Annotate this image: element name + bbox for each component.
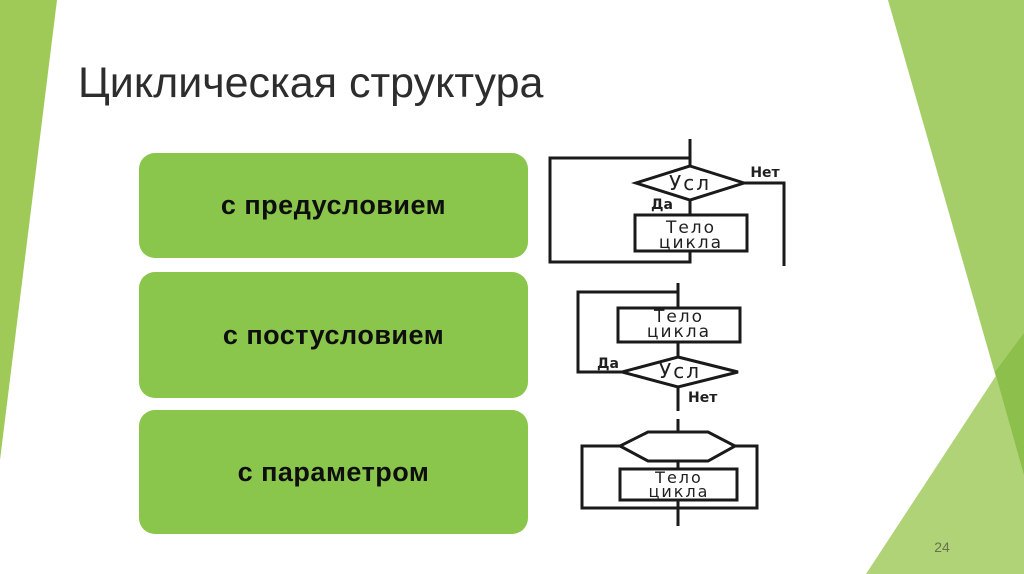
loop-type-shape-precondition: с предусловием: [139, 153, 528, 258]
fc1-loopback-line: [548, 156, 692, 264]
fc1-body-box: [633, 213, 749, 253]
fc2-yes-label: Да: [597, 356, 619, 372]
corner-shape-bottom-right-dark: [995, 333, 1024, 475]
flowchart-parameter: Тело цикла: [580, 419, 759, 526]
fc1-body-label-line1: Тело: [665, 218, 716, 238]
fc3-loop-frame-line: [580, 444, 759, 510]
corner-shape-top-left: [0, 0, 57, 460]
loop-type-label-parameter: с параметром: [237, 456, 430, 487]
fc2-loopback-line: [576, 290, 678, 374]
fc2-condition-diamond: [616, 355, 739, 389]
corner-shape-top-right: [888, 0, 1024, 475]
slide-title: Циклическая структура: [78, 59, 544, 107]
fc2-condition-label: Усл: [659, 359, 701, 383]
fc1-condition-label: Усл: [669, 171, 711, 195]
page-number: 24: [934, 539, 950, 555]
fc2-body-label-line2: цикла: [647, 322, 711, 342]
fc2-body-box: [616, 306, 742, 344]
flowchart-postcondition: Тело цикла Усл Да Нет: [576, 283, 742, 411]
fc1-yes-label: Да: [651, 197, 673, 213]
fc3-body-label-line2: цикла: [649, 482, 710, 501]
fc1-condition-diamond: [631, 164, 749, 202]
loop-type-label-precondition: с предусловием: [220, 190, 447, 220]
fc3-body-label-line1: Тело: [654, 468, 703, 487]
corner-shape-bottom-right-light: [866, 333, 1024, 574]
loop-type-shape-postcondition: с постусловием: [139, 272, 528, 398]
fc2-body-label-line1: Тело: [653, 307, 704, 327]
flowchart-precondition: Усл Да Нет Тело цикла: [548, 139, 786, 266]
loop-type-label-postcondition: с постусловием: [222, 319, 445, 350]
fc1-no-label: Нет: [750, 165, 780, 181]
loop-type-shape-parameter: с параметром: [139, 410, 528, 534]
fc1-exit-line: [744, 181, 786, 266]
fc3-parameter-hexagon: [616, 430, 739, 463]
fc1-body-label-line2: цикла: [659, 233, 723, 253]
fc2-no-label: Нет: [688, 390, 718, 406]
fc3-body-box: [618, 467, 739, 502]
